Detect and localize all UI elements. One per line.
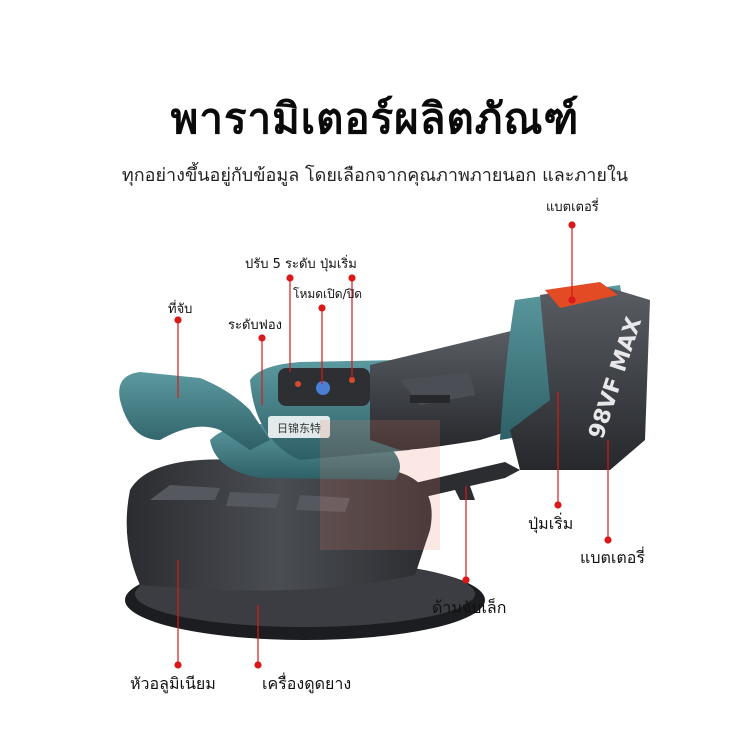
label-suction-device: เครื่องดูดยาง [262,674,352,693]
label-start-button-top: ปุ่มเริ่ม [320,257,357,272]
label-battery-top: แบตเตอรี่ [546,200,599,215]
label-start-button-side: ปุ่มเริ่ม [528,514,574,533]
watermark-block [320,420,440,550]
brand-print: 日锦东特 [277,421,321,435]
label-battery-side: แบตเตอรี่ [580,548,645,567]
label-mode-on-off: โหมดเปิด/ปิด [293,287,363,301]
label-adjust-5-levels: ปรับ 5 ระดับ [245,257,316,272]
handle-grip-shape [119,372,271,450]
battery-shape [510,285,650,470]
label-handle: ที่จับ [168,302,193,317]
page-subtitle: ทุกอย่างขึ้นอยู่กับข้อมูล โดยเลือกจากคุณ… [121,165,629,186]
label-aluminium-head: หัวอลูมิเนียม [130,674,216,693]
callout-lines [174,221,612,669]
label-bubble-level: ระดับฟอง [228,318,283,333]
label-small-handle: ด้ามจับเล็ก [432,598,507,617]
page-title: พารามิเตอร์ผลิตภัณฑ์ [170,94,580,143]
